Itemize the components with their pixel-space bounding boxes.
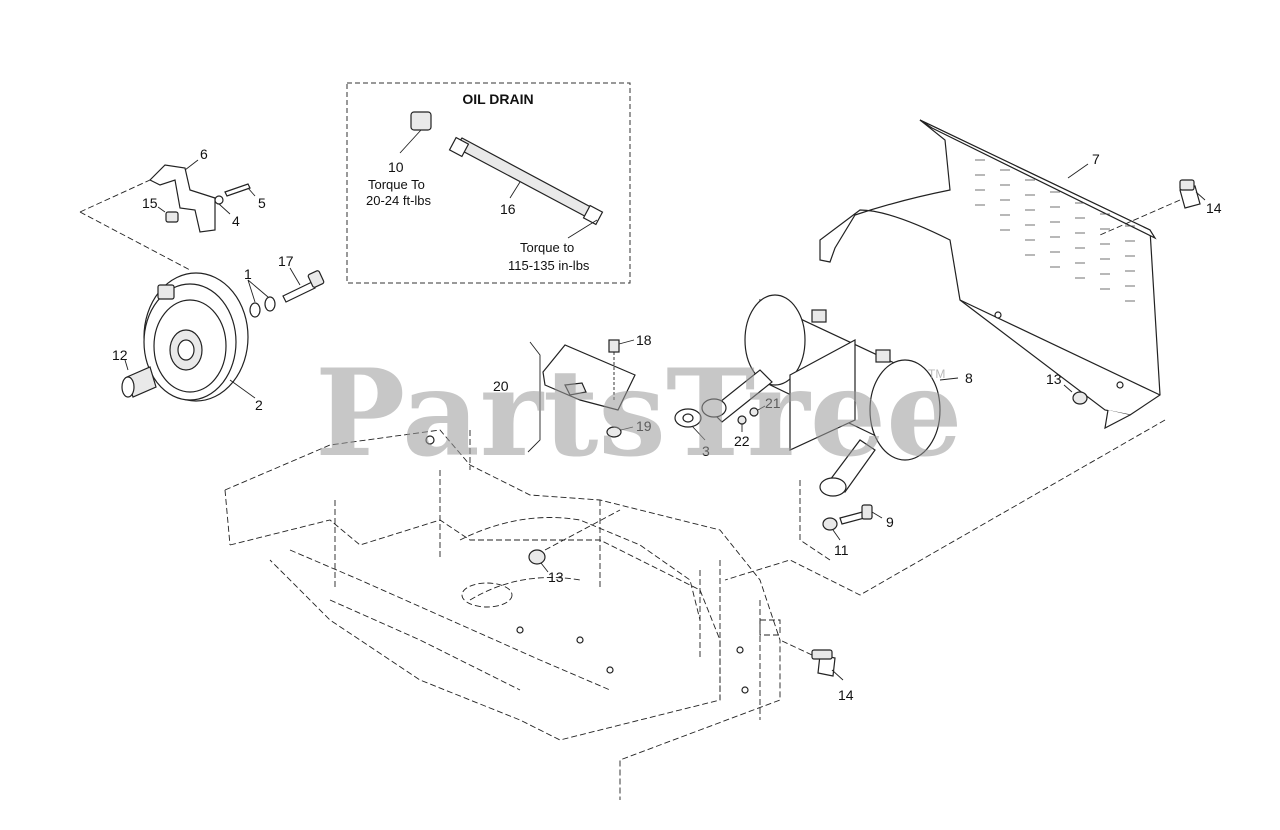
callout-20: 20 (493, 378, 509, 394)
heat-shield (527, 339, 636, 453)
muffler-washer (822, 517, 841, 541)
callout-3: 3 (702, 443, 710, 459)
callout-5: 5 (258, 195, 266, 211)
watermark-tm: TM (928, 367, 945, 381)
frame-bolt-bottom (779, 639, 844, 681)
clutch-spacer (121, 359, 157, 398)
callout-13-center: 13 (548, 569, 564, 585)
guard-to-frame-leader (724, 419, 1166, 596)
guard-bolt-top (1099, 179, 1206, 236)
guard-nut-right (1063, 384, 1088, 405)
callout-7: 7 (1092, 151, 1100, 167)
callout-14-bottom: 14 (838, 687, 854, 703)
callout-2: 2 (255, 397, 263, 413)
clutch-bolt (282, 267, 325, 303)
watermark: PartsTree (315, 343, 962, 484)
torque-16-line2: 115-135 in-lbs (508, 258, 590, 273)
callout-8: 8 (965, 370, 973, 386)
callout-4: 4 (232, 213, 240, 229)
callout-21: 21 (765, 395, 781, 411)
callout-22: 22 (734, 433, 750, 449)
callout-17: 17 (278, 253, 294, 269)
callout-10: 10 (388, 159, 404, 175)
muffler-to-frame-leader (799, 480, 831, 561)
oil-drain-hose (448, 136, 604, 239)
oil-drain-title: OIL DRAIN (462, 91, 533, 107)
mower-frame (224, 429, 781, 800)
callout-11: 11 (834, 542, 849, 558)
clutch-bracket (79, 159, 256, 271)
callout-14-top: 14 (1206, 200, 1222, 216)
pto-clutch (143, 272, 256, 402)
muffler-guard (819, 119, 1161, 430)
torque-10-line1: Torque To (368, 177, 425, 192)
callout-13-right: 13 (1046, 371, 1062, 387)
muffler-bolt (839, 504, 883, 525)
callout-6: 6 (200, 146, 208, 162)
muffler (701, 294, 959, 497)
frame-nut-center (528, 509, 621, 573)
torque-10-line2: 20-24 ft-lbs (366, 193, 432, 208)
clutch-washers (247, 279, 276, 318)
oil-drain-fitting (399, 111, 432, 154)
torque-16-line1: Torque to (520, 240, 574, 255)
callout-1: 1 (244, 266, 252, 282)
exhaust-gasket (674, 408, 706, 441)
callout-19: 19 (636, 418, 652, 434)
guard-vent-slots (975, 159, 1135, 302)
callout-12: 12 (112, 347, 128, 363)
callout-16: 16 (500, 201, 516, 217)
callout-18: 18 (636, 332, 652, 348)
oil-drain-inset: OIL DRAIN 10 Torque To 20-24 ft-lbs 16 T… (346, 82, 631, 284)
callout-15: 15 (142, 195, 158, 211)
muffler-nuts (737, 405, 766, 432)
callout-9: 9 (886, 514, 894, 530)
